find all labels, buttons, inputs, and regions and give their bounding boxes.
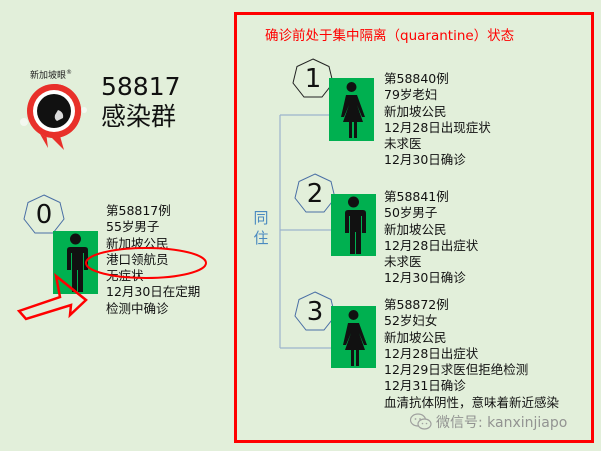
highlight-ellipse [85,247,207,279]
pointer-arrow-icon [16,272,88,321]
case-line: 12月28日出症状 [384,345,479,361]
heptagon-icon [23,194,65,234]
case-line: 55岁男子 [106,219,160,235]
index-case-person-box [53,231,98,294]
case-line: 12月30日在定期 [106,284,201,300]
cluster-case-number: 58817 [101,72,181,101]
logo-brand-text: 新加坡眼® [30,69,73,81]
female-person-icon [343,310,367,366]
case-line: 新加坡公民 [384,221,447,237]
case-line: 第58840例 [384,71,449,86]
case-line: 血清抗体阴性，意味着新近感染 [384,394,560,410]
case-line: 79岁老妇 [384,87,438,103]
case-3-details: 第58872例 52岁妇女 新加坡公民 12月28日出症状 12月29日求医但拒… [384,297,559,411]
case-1-details: 第58840例 79岁老妇 新加坡公民 12月28日出现症状 未求医 12月30… [384,71,491,169]
case-line: 第58841例 [384,189,449,204]
case-line: 12月28日出现症状 [384,119,491,135]
cluster-label: 感染群 [101,102,177,131]
wechat-icon [410,413,432,430]
case-line: 无症状 [106,268,144,284]
case-line: 50岁男子 [384,205,438,221]
cohabitation-label: 同住 [253,209,269,247]
case-2-details: 第58841例 50岁男子 新加坡公民 12月28日出症状 未求医 12月30日… [384,189,478,287]
female-person-icon [341,82,365,138]
case-line: 12月31日确诊 [384,378,466,394]
case-line: 检测中确诊 [106,300,169,316]
case-line-occupation: 港口领航员 [106,251,169,267]
case-line: 未求医 [384,136,422,152]
case-line: 52岁妇女 [384,313,438,329]
watermark: 微信号: kanxinjiapo [410,412,567,432]
heptagon-icon [292,58,334,98]
case-line: 12月30日确诊 [384,270,466,286]
case-line: 12月29日求医但拒绝检测 [384,362,529,378]
case-2-person-box [331,194,376,256]
male-person-icon [66,233,88,292]
case-line: 12月30日确诊 [384,152,466,168]
heptagon-icon [294,291,336,331]
eye-logo-icon [20,83,87,150]
cohabitation-bracket [279,114,332,349]
index-case-badge: 0 [22,193,66,241]
case-line: 新加坡公民 [384,103,447,119]
case-line: 新加坡公民 [106,235,169,251]
watermark-text: 微信号: kanxinjiapo [436,415,568,431]
case-line: 第58872例 [384,297,449,312]
case-line: 新加坡公民 [384,329,447,345]
case-line: 未求医 [384,254,422,270]
case-1-person-box [329,78,374,141]
case-1-badge: 1 [291,57,335,105]
case-line: 12月28日出症状 [384,237,479,253]
quarantine-frame [234,12,594,443]
male-person-icon [344,196,366,254]
index-case-details: 第58817例 55岁男子 新加坡公民 港口领航员 无症状 12月30日在定期 … [106,203,200,317]
case-line: 第58817例 [106,203,171,218]
case-2-badge: 2 [293,172,337,220]
cluster-title: 58817 感染群 [101,72,181,132]
case-3-person-box [331,306,376,368]
quarantine-frame-title: 确诊前处于集中隔离（quarantine）状态 [265,28,515,44]
case-3-badge: 3 [293,290,337,338]
heptagon-icon [294,173,336,213]
